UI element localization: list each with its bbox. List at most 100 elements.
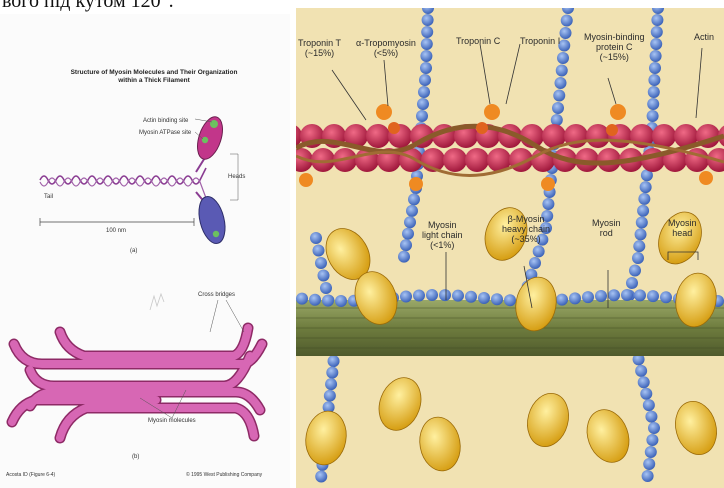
mybp-label-line1: Myosin-binding bbox=[584, 32, 645, 42]
troponin-t-label: Troponin T (~15%) bbox=[298, 38, 341, 58]
binding-protein-bead bbox=[413, 290, 425, 302]
titin-bead bbox=[421, 38, 433, 50]
titin-bead bbox=[552, 102, 564, 114]
binding-protein-bead bbox=[569, 292, 581, 304]
titin-bead bbox=[645, 446, 657, 458]
titin-bead bbox=[636, 217, 648, 229]
light-chain-label-line2: light chain bbox=[422, 230, 463, 240]
myosin-tail-helix-2 bbox=[40, 178, 206, 198]
myosin-structure-figure: Structure of Myosin Molecules and Their … bbox=[0, 14, 290, 488]
binding-protein-bead bbox=[660, 291, 672, 303]
titin-bead bbox=[542, 198, 554, 210]
header-text-fragment: вого під кутом 120°. bbox=[2, 0, 174, 13]
myosin-head-shape bbox=[522, 389, 575, 452]
binding-protein-bead bbox=[634, 289, 646, 301]
titin-bead bbox=[326, 367, 338, 379]
titin-bead bbox=[556, 65, 568, 77]
titin-bead bbox=[419, 74, 431, 86]
binding-protein-bead bbox=[439, 289, 451, 301]
titin-bead bbox=[647, 98, 659, 110]
titin-bead bbox=[632, 252, 644, 264]
titin-bead bbox=[404, 216, 416, 228]
titin-bead bbox=[633, 240, 645, 252]
titin-bead bbox=[555, 77, 567, 89]
light-chain-label-line1: Myosin bbox=[422, 220, 463, 230]
binding-protein-bead bbox=[465, 291, 477, 303]
scale-label: 100 nm bbox=[106, 228, 126, 234]
titin-bead bbox=[645, 411, 657, 423]
troponin-t-label-name: Troponin T bbox=[298, 38, 341, 48]
titin-bead bbox=[406, 205, 418, 217]
titin-bead bbox=[635, 365, 647, 377]
binding-protein-bead bbox=[478, 292, 490, 304]
mybp-label-pct: (~15%) bbox=[584, 52, 645, 62]
part-a-label: (a) bbox=[130, 248, 137, 254]
titin-bead bbox=[649, 62, 661, 74]
titin-bead bbox=[313, 245, 325, 257]
myosin-head-shape bbox=[372, 372, 428, 436]
sarcomere-drawing bbox=[296, 8, 724, 488]
binding-protein-bead bbox=[452, 290, 464, 302]
titin-bead bbox=[400, 239, 412, 251]
heavy-chain-label-pct: (~35%) bbox=[502, 234, 550, 244]
titin-bead bbox=[562, 8, 574, 14]
binding-protein-bead bbox=[582, 291, 594, 303]
rod-label-line1: Myosin bbox=[592, 218, 621, 228]
titin-bead bbox=[643, 399, 655, 411]
titin-bead bbox=[398, 251, 410, 263]
binding-protein-bead bbox=[608, 289, 620, 301]
titin-bead bbox=[408, 193, 420, 205]
tropomyosin-label-pct: (<5%) bbox=[356, 48, 416, 58]
myosin-molecules-label: Myosin molecules bbox=[148, 418, 196, 424]
cross-bridges-label: Cross bridges bbox=[198, 292, 235, 298]
binding-protein-bead bbox=[322, 295, 334, 307]
titin-bead bbox=[324, 390, 336, 402]
myosin-head-label: Myosin head bbox=[668, 218, 697, 238]
titin-bead bbox=[418, 86, 430, 98]
binding-protein-bead bbox=[296, 293, 308, 305]
actin-bead bbox=[443, 148, 467, 172]
rod-label-line2: rod bbox=[592, 228, 621, 238]
troponin-t-label-pct: (~15%) bbox=[298, 48, 341, 58]
heads-label: Heads bbox=[228, 174, 245, 180]
titin-bead bbox=[648, 86, 660, 98]
titin-bead bbox=[320, 282, 332, 294]
titin-bead bbox=[629, 265, 641, 277]
actin-binding-site-label: Actin binding site bbox=[143, 118, 188, 124]
titin-bead bbox=[652, 8, 664, 14]
titin-bead bbox=[638, 193, 650, 205]
tail-label: Tail bbox=[44, 194, 53, 200]
troponin-c-label: Troponin C bbox=[456, 36, 500, 46]
titin-bead bbox=[651, 26, 663, 38]
titin-bead bbox=[318, 270, 330, 282]
titin-bead bbox=[640, 388, 652, 400]
heavy-chain-label-line1: β-Myosin bbox=[502, 214, 550, 224]
actin-binding-site-dot bbox=[210, 120, 218, 128]
titin-bead bbox=[529, 257, 541, 269]
titin-bead bbox=[315, 470, 327, 482]
binding-protein-bead bbox=[491, 293, 503, 305]
titin-bead bbox=[560, 27, 572, 39]
actin-bead bbox=[586, 124, 610, 148]
myosin-drawing bbox=[0, 14, 290, 488]
actin-label: Actin bbox=[694, 32, 714, 42]
myosin-head-shape bbox=[670, 397, 723, 460]
myosin-tail-helix bbox=[40, 168, 206, 184]
titin-bead bbox=[310, 232, 322, 244]
actin-bead bbox=[465, 148, 489, 172]
titin-bead bbox=[420, 50, 432, 62]
binding-protein-bead bbox=[400, 290, 412, 302]
tropomyosin-label: α-Tropomyosin (<5%) bbox=[356, 38, 416, 58]
titin-bead bbox=[325, 378, 337, 390]
myosin-atpase-site-label: Myosin ATPase site bbox=[139, 130, 191, 136]
myosin-head-shape bbox=[650, 205, 709, 271]
titin-bead bbox=[648, 422, 660, 434]
binding-protein-bead bbox=[556, 294, 568, 306]
titin-bead bbox=[650, 38, 662, 50]
myosin-heavy-chain-label: β-Myosin heavy chain (~35%) bbox=[502, 214, 550, 244]
titin-bead bbox=[416, 110, 428, 122]
sarcomere-illustration: Troponin T (~15%) α-Tropomyosin (<5%) Tr… bbox=[296, 8, 724, 488]
heavy-chain-label-line2: heavy chain bbox=[502, 224, 550, 234]
myosin-rod-label: Myosin rod bbox=[592, 218, 621, 238]
titin-bead bbox=[626, 277, 638, 289]
